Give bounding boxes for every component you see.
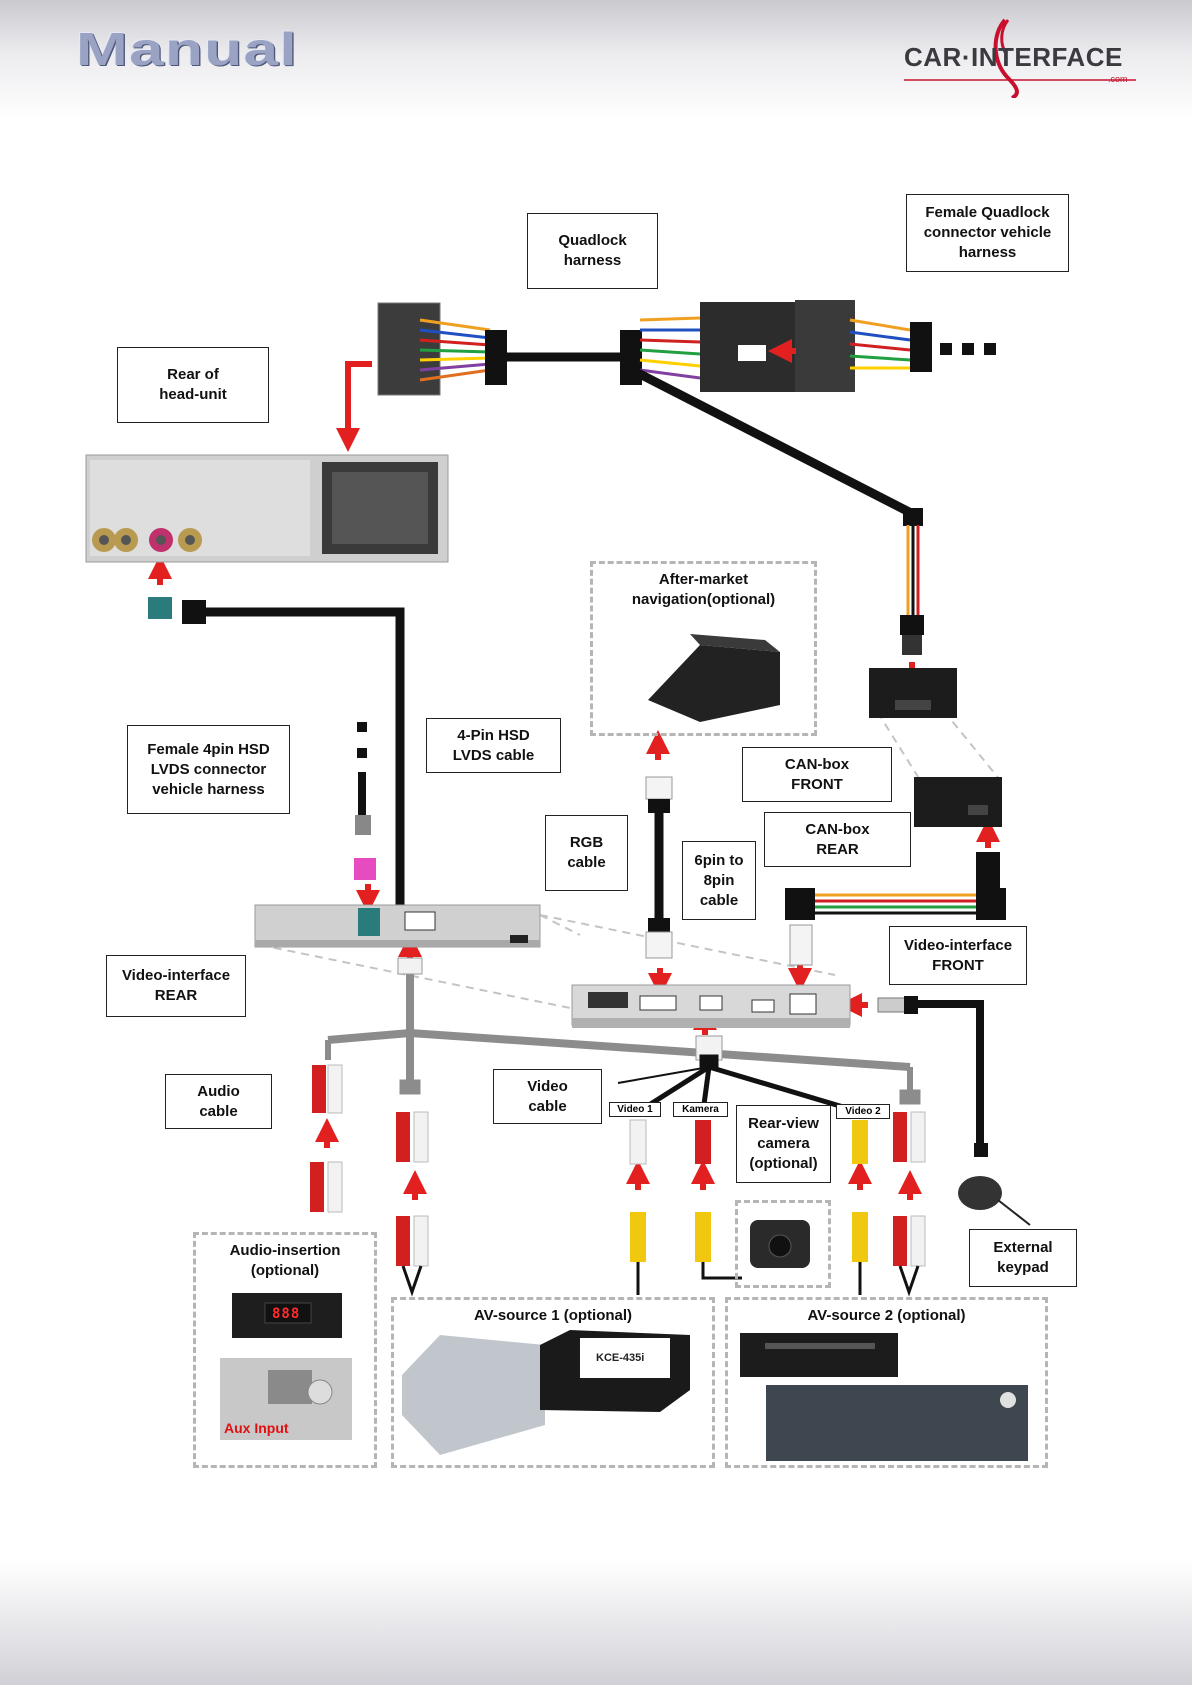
group-av-source-2: AV-source 2 (optional) — [725, 1297, 1048, 1468]
logo-text: CAR·INTERFACE — [904, 42, 1123, 72]
video-interface-front-graphic — [571, 984, 851, 1028]
group-av-source-1-title: AV-source 1 (optional) — [473, 1307, 633, 1324]
label-audio-cable: Audio cable — [165, 1074, 272, 1129]
audio-insertion-device-graphic — [220, 1293, 352, 1440]
can-box-graphics — [869, 668, 1002, 888]
hsd-cable-graphic — [148, 597, 405, 910]
kce-device-label: KCE-435i — [596, 1352, 645, 1364]
label-external-keypad: External keypad — [969, 1229, 1077, 1287]
group-av-source-1: AV-source 1 (optional) — [391, 1297, 715, 1468]
label-video-interface-rear: Video-interface REAR — [106, 955, 246, 1017]
label-video-interface-front: Video-interface FRONT — [889, 926, 1027, 985]
rgb-cable-graphic — [645, 776, 673, 959]
label-rgb-cable: RGB cable — [545, 815, 628, 891]
rca-plugs-graphic — [310, 1064, 926, 1297]
manual-title: Manual — [76, 23, 299, 75]
av-source-2-devices-graphic — [740, 1333, 1028, 1461]
quadlock-harness-graphic — [377, 300, 996, 655]
group-audio-insertion-title: Audio-insertion (optional) — [229, 1242, 341, 1279]
group-after-market-navigation: After-market navigation(optional) — [590, 561, 817, 736]
group-rear-view-camera — [735, 1200, 831, 1288]
label-can-box-rear: CAN-box REAR — [764, 812, 911, 867]
tag-kamera: Kamera — [673, 1102, 728, 1117]
car-interface-logo: CAR·INTERFACE .com — [900, 14, 1140, 98]
group-audio-insertion: Audio-insertion (optional) — [193, 1232, 377, 1468]
audio-insertion-display: 888 — [272, 1306, 301, 1322]
label-can-box-front: CAN-box FRONT — [742, 747, 892, 802]
video-harness-graphic — [617, 1035, 861, 1115]
label-video-cable: Video cable — [493, 1069, 602, 1124]
keypad-cable-graphic — [877, 996, 1031, 1226]
aux-input-label: Aux Input — [224, 1420, 289, 1436]
av-source-1-devices-graphic — [402, 1330, 690, 1455]
label-rear-of-head-unit: Rear of head-unit — [117, 347, 269, 423]
logo-swoosh-icon — [904, 18, 1136, 98]
tag-video-2: Video 2 — [836, 1104, 890, 1119]
label-rear-view-camera: Rear-view camera (optional) — [736, 1105, 831, 1183]
label-6pin-to-8pin-cable: 6pin to 8pin cable — [682, 841, 756, 920]
label-female-4pin-hsd: Female 4pin HSD LVDS connector vehicle h… — [127, 725, 290, 814]
logo-suffix: .com — [1108, 74, 1128, 84]
label-hsd-lvds-cable: 4-Pin HSD LVDS cable — [426, 718, 561, 773]
group-after-market-navigation-title: After-market navigation(optional) — [631, 571, 776, 608]
tag-video-1: Video 1 — [609, 1102, 661, 1117]
pin-cable-graphic — [785, 888, 1006, 966]
footer-band — [0, 1560, 1192, 1685]
video-interface-rear-graphic — [254, 904, 541, 948]
group-av-source-2-title: AV-source 2 (optional) — [807, 1307, 966, 1324]
audio-harness-graphic — [325, 957, 921, 1105]
label-quadlock-harness: Quadlock harness — [527, 213, 658, 289]
head-unit-rear-graphic — [85, 454, 449, 563]
header-band — [0, 0, 1192, 120]
camera-graphic — [750, 1220, 810, 1268]
navigation-device-graphic — [648, 634, 780, 722]
label-female-quadlock-connector: Female Quadlock connector vehicle harnes… — [906, 194, 1069, 272]
